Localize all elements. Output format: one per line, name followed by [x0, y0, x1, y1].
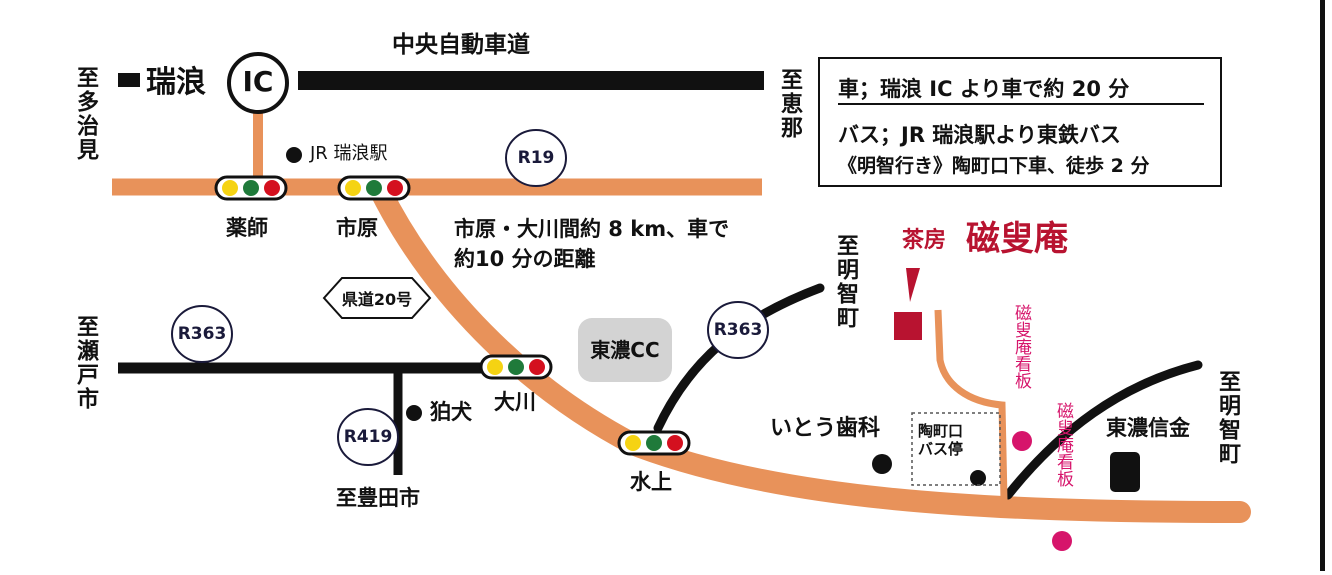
- r363-shield-b: [707, 301, 769, 359]
- r363-label-b: R363: [713, 320, 763, 340]
- expressway-west-stub: [118, 73, 140, 87]
- signboard-label-2: 磁叟庵看板: [1053, 402, 1073, 487]
- expressway-line: [298, 71, 764, 90]
- jr-station-label: JR 瑞浪駅: [310, 143, 388, 164]
- distance-note: 市原・大川間約 8 km、車で 約10 分の距離: [454, 217, 730, 272]
- bank-label: 東濃信金: [1106, 416, 1190, 440]
- signboard-marker-2: [1052, 531, 1072, 551]
- access-info-box: 車；瑞浪 IC より車で約 20 分 バス；JR 瑞浪駅より東鉄バス 《明智行き…: [818, 57, 1222, 187]
- ic-name: 瑞浪: [146, 65, 206, 100]
- ookawa-label: 大川: [494, 390, 536, 414]
- ichihara-label: 市原: [336, 216, 378, 240]
- direction-seto: 至瀬戸市: [73, 315, 98, 411]
- jr-station-marker: [286, 147, 302, 163]
- yakushi-label: 薬師: [226, 216, 268, 240]
- destination-marker: [894, 312, 922, 340]
- bus-stop-label: 陶町口 バス停: [918, 422, 964, 458]
- signal-ichihara: [337, 175, 411, 201]
- pref20-shield: [322, 277, 432, 319]
- direction-ena: 至恵那: [777, 68, 802, 140]
- direction-akechi-2: 至明智町: [1215, 370, 1240, 466]
- r419-label: R419: [343, 427, 393, 447]
- hakuken-label: 狛犬: [430, 400, 472, 424]
- destination-pointer: [906, 268, 920, 302]
- r419-shield: [337, 408, 399, 466]
- bank-marker: [1110, 452, 1140, 492]
- access-bus-line2: 《明智行き》陶町口下車、徒歩 2 分: [838, 155, 1150, 177]
- ic-badge-label: IC: [242, 65, 274, 98]
- access-path: [934, 309, 1008, 501]
- access-divider: [838, 103, 1204, 105]
- signboard-label-1: 磁叟庵看板: [1011, 304, 1031, 389]
- dental-marker: [872, 454, 892, 474]
- tono-cc-label: 東濃CC: [590, 338, 660, 362]
- access-bus-line1: バス；JR 瑞浪駅より東鉄バス: [838, 123, 1121, 147]
- signboard-marker-1: [1012, 431, 1032, 451]
- r19-label: R19: [517, 148, 555, 168]
- direction-tajimi: 至多治見: [73, 66, 98, 162]
- ic-badge-circle: [227, 52, 289, 114]
- pref20-label: 県道20号: [341, 290, 413, 309]
- direction-toyota: 至豊田市: [336, 486, 420, 510]
- road-east: [1003, 360, 1203, 500]
- hakuken-marker: [406, 405, 422, 421]
- expressway-label: 中央自動車道: [392, 32, 530, 58]
- tono-cc-area: [578, 318, 672, 382]
- r19-shield: [505, 129, 567, 187]
- dental-label: いとう歯科: [770, 416, 881, 441]
- signal-ookawa: [479, 354, 553, 380]
- mizukami-label: 水上: [630, 470, 672, 494]
- r363-shield-a: [171, 305, 233, 363]
- frame-border: [1320, 0, 1325, 571]
- direction-akechi-1: 至明智町: [833, 234, 858, 330]
- signal-yakushi: [214, 175, 288, 201]
- access-car: 車；瑞浪 IC より車で約 20 分: [838, 77, 1130, 101]
- bus-stop-marker: [970, 470, 986, 486]
- destination-name: 磁叟庵: [966, 219, 1068, 259]
- destination-prefix: 茶房: [902, 228, 947, 253]
- signal-mizukami: [617, 430, 691, 456]
- r363-label-a: R363: [177, 324, 227, 344]
- bus-stop-box: [911, 412, 1001, 486]
